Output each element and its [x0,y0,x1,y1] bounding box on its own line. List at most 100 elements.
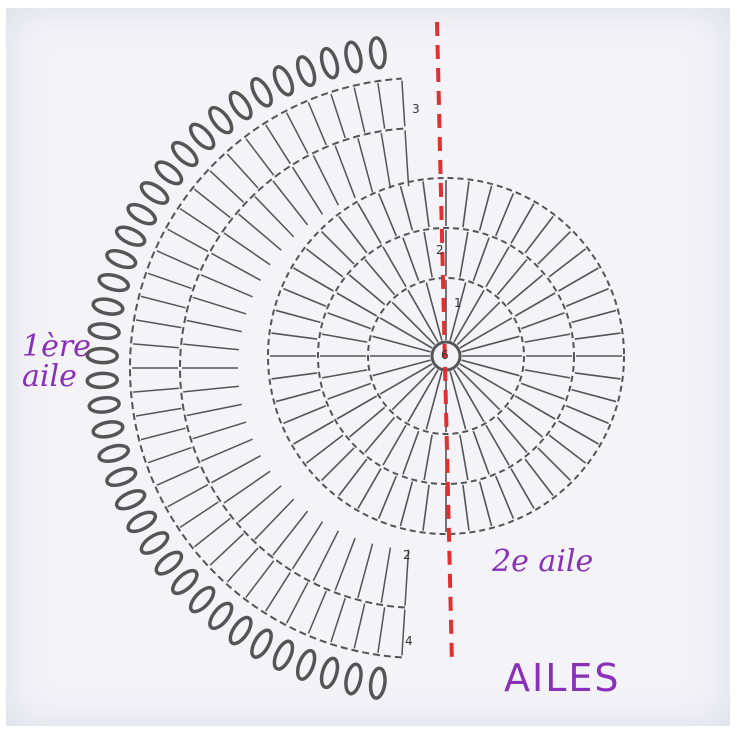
stitch-line [424,232,432,277]
stitch-line [322,370,367,378]
picot-loop [153,158,185,187]
stitch-line [400,186,412,230]
diagram-title: AILES [504,656,621,700]
wing-stitch [224,471,270,503]
wing-stitch [381,133,390,188]
picot-loop [169,567,201,598]
picot-loop [206,104,236,136]
picot-loop [343,663,363,695]
first-wing-label: 1ère aile [22,332,112,392]
stitch-line [379,476,397,518]
wing-stitch [266,572,291,611]
stitch-line [306,249,342,277]
wing-stitch [405,130,409,186]
second-wing-label: 2e aile [492,544,593,579]
round-label-1: 1 [454,296,462,310]
stitch-line [497,417,527,452]
stitch-line [426,371,442,429]
wing-stitch [210,534,244,565]
wing-stitch [335,538,355,590]
stitch-line [575,373,621,379]
stitch-line [400,482,412,526]
wing-stitch [335,146,355,198]
stitch-line [423,182,429,228]
stitch-line [559,268,599,291]
wing-stitch [157,251,199,270]
wing-stitch [183,386,239,392]
stitch-line [392,367,434,409]
stitch-line [403,431,419,474]
stitch-line [339,216,367,252]
wing-stitch [194,518,230,547]
stitch-line [461,336,519,352]
stitch-line [507,407,542,437]
stitch-line [521,383,564,399]
picot-loop [105,465,138,488]
stitch-line [380,318,432,348]
picot-loop [169,139,201,170]
picot-loop [343,41,363,73]
stitch-line [272,333,318,339]
stitch-line [463,182,469,228]
wing-stitch [239,214,282,250]
wing-stitch [255,197,294,237]
wing-stitch [193,297,246,314]
stitch-line [337,293,377,316]
stitch-line [486,425,509,465]
wing-stitch [133,344,179,348]
wing-stitch [378,607,385,653]
stitch-line [454,370,484,422]
wing-stitch [313,155,338,205]
picot-loop [114,224,147,249]
stitch-line [525,216,553,252]
wing-stitch [183,344,239,350]
stitch-line [525,370,570,378]
picot-loop [97,272,130,294]
wing-stitch [308,103,326,145]
wing-stitch [273,511,308,555]
stitch-line [507,275,542,305]
stitch-line [403,238,419,281]
picot-loop [105,247,138,270]
picot-loop [248,76,275,109]
stitch-line [358,469,381,509]
picot-loop [92,420,124,440]
wing-stitch [227,154,258,188]
wing-stitch [358,138,373,192]
picot-loop [138,179,171,207]
stitch-line [473,238,489,281]
stitch-line [572,390,616,402]
wing-stitch [246,561,274,598]
wing-stitch [180,502,218,527]
wing-stitch [255,499,294,539]
picot-loop [125,509,158,536]
wing-stitch [194,189,230,218]
wing-stitch [133,388,179,392]
wing-stitch [402,81,405,127]
stitch-line [322,232,355,265]
wing-stitch [287,113,308,154]
wing-stitch [201,275,253,297]
picot-loop [97,443,130,465]
wing-stitch [168,485,208,507]
stitch-line [423,485,429,531]
stitch-line [515,396,555,419]
picot-loop [226,89,254,122]
stitch-line [515,293,555,316]
wing-stitch [211,253,260,280]
wing-stitch [224,233,270,265]
stitch-line [566,289,608,307]
wing-stitch [331,598,345,642]
wing-stitch [402,610,405,656]
wing-stitch [246,139,274,176]
stitch-line [322,448,355,481]
stitch-line [549,435,585,463]
picot-loop [294,648,318,681]
stitch-line [572,310,616,322]
stitch-line [511,204,534,244]
stitch-line [480,186,492,230]
wing-stitch [210,171,244,202]
wing-stitch [193,422,246,439]
stitch-line [392,302,434,344]
wing-stitch [141,296,186,307]
